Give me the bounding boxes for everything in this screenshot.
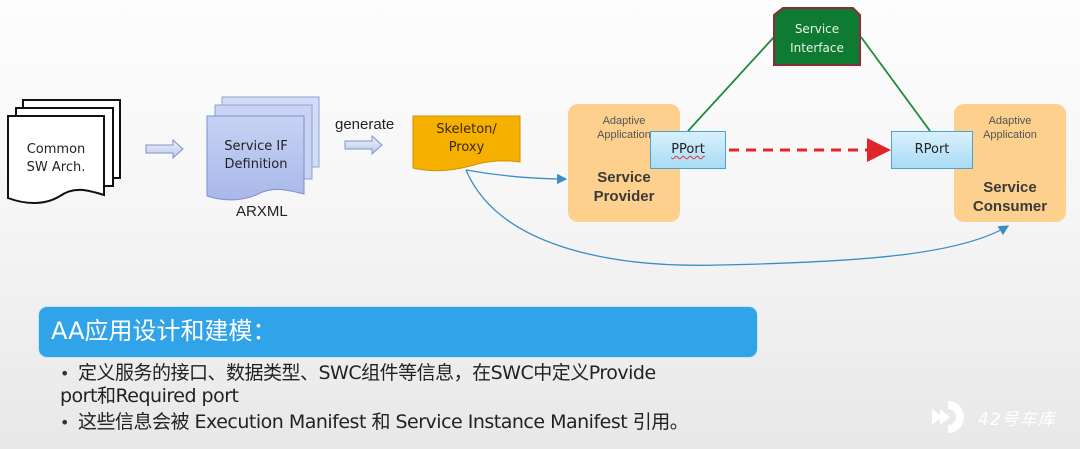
adaptive-application-label: Adaptive Application (568, 114, 680, 142)
label-line: Adaptive (988, 115, 1032, 127)
bullet-list: 定义服务的接口、数据类型、SWC组件等信息，在SWC中定义Provide por… (60, 362, 760, 437)
common-sw-arch-doc-stack (7, 99, 121, 204)
label-line: Skeleton/ (436, 122, 497, 137)
service-interface-shape (773, 7, 861, 66)
hollow-arrow-1 (145, 138, 184, 160)
label-line: Service IF (224, 139, 288, 154)
label-line: Service (983, 179, 1037, 196)
generate-label: generate (335, 116, 395, 133)
label-line: Application (983, 129, 1037, 141)
watermark-text: 42号车库 (978, 409, 1056, 430)
label-line: Provider (593, 188, 655, 205)
section-title: AA应用设计和建模： (51, 317, 277, 345)
service-if-doc-stack (206, 96, 320, 201)
service-consumer-title: Service Consumer (954, 178, 1066, 216)
label-line: Service (597, 169, 651, 186)
service-interface-label: Service Interface (775, 20, 859, 58)
label-line: Common (26, 142, 86, 157)
label-line: Adaptive (602, 115, 646, 127)
bullet-item: 定义服务的接口、数据类型、SWC组件等信息，在SWC中定义Provide por… (60, 362, 760, 408)
section-title-bar: AA应用设计和建模： (39, 307, 757, 357)
pport-label: PPort (671, 142, 705, 157)
watermark: 42号车库 (930, 399, 1056, 435)
green-link-right (860, 36, 931, 132)
common-sw-arch-label: Common SW Arch. (10, 141, 102, 177)
label-line: Definition (224, 157, 288, 172)
arrow-skeleton-to-provider (465, 169, 568, 185)
bullet-item: 这些信息会被 Execution Manifest 和 Service Inst… (60, 411, 760, 434)
service-provider-title: Service Provider (568, 168, 680, 206)
green-link-left (687, 36, 775, 132)
label-line: Service (794, 22, 840, 36)
doc-sheet-front (206, 115, 305, 201)
service-if-definition-label: Service IF Definition (208, 138, 304, 174)
doc-sheet-front (7, 115, 105, 204)
pport-box: PPort (650, 131, 726, 169)
bullet-text: 这些信息会被 Execution Manifest 和 Service Inst… (78, 411, 689, 433)
rport-box: RPort (891, 131, 973, 169)
bullet-text: 定义服务的接口、数据类型、SWC组件等信息，在SWC中定义Provide (78, 362, 656, 384)
bullet-text: port和Required port (60, 385, 239, 407)
arxml-caption: ARXML (236, 203, 288, 220)
label-line: Consumer (972, 198, 1048, 215)
hollow-arrow-2 (344, 134, 383, 156)
skeleton-proxy-label: Skeleton/ Proxy (413, 121, 520, 157)
adaptive-application-label: Adaptive Application (954, 114, 1066, 142)
arrow-skeleton-to-consumer (465, 169, 1010, 266)
rport-label: RPort (914, 142, 950, 157)
label-line: Proxy (448, 140, 485, 155)
label-line: Interface (790, 41, 844, 55)
watermark-logo-icon (932, 401, 964, 433)
label-line: Application (597, 129, 651, 141)
label-line: SW Arch. (26, 160, 86, 175)
skeleton-proxy-shape (412, 115, 521, 172)
